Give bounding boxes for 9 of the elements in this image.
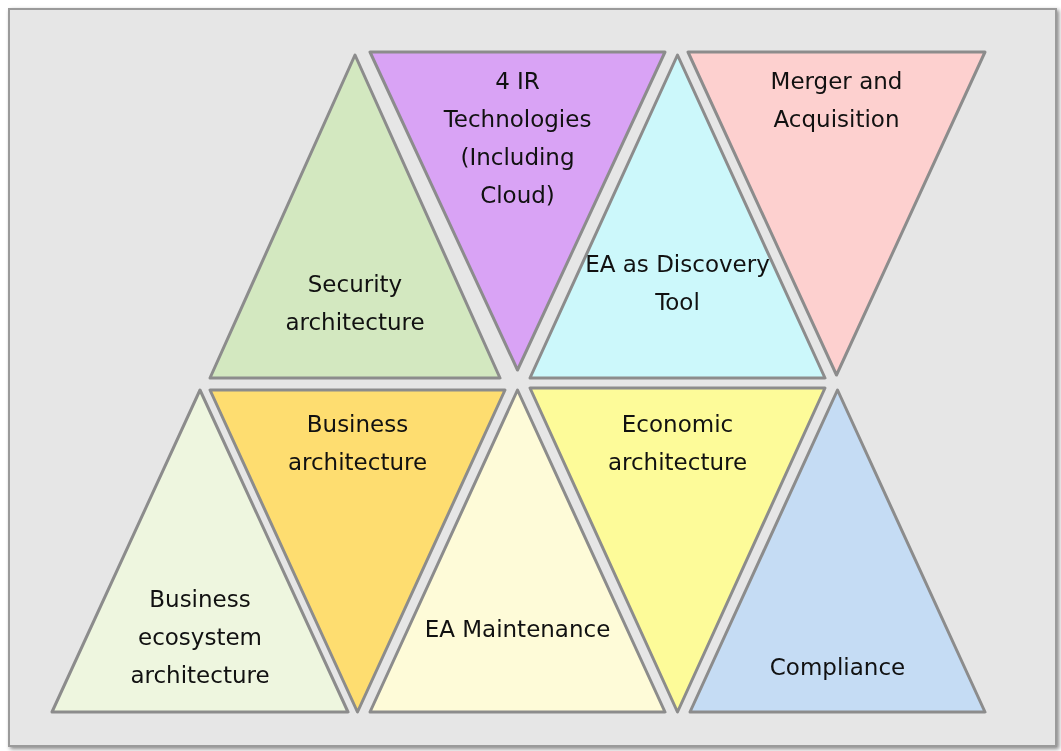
tile-label: Security architecture xyxy=(284,270,426,337)
tile-label: EA Maintenance xyxy=(423,615,612,644)
tile-label: Compliance xyxy=(768,653,907,682)
tile-label: Merger and Acquisition xyxy=(769,67,904,134)
tile-label: 4 IR Technologies (Including Cloud) xyxy=(442,67,593,210)
tile-label: EA as Discovery Tool xyxy=(585,250,770,317)
tile-label: Economic architecture xyxy=(606,410,749,477)
tile-label: Business architecture xyxy=(286,410,429,477)
tile-label: Business ecosystem architecture xyxy=(129,585,271,690)
